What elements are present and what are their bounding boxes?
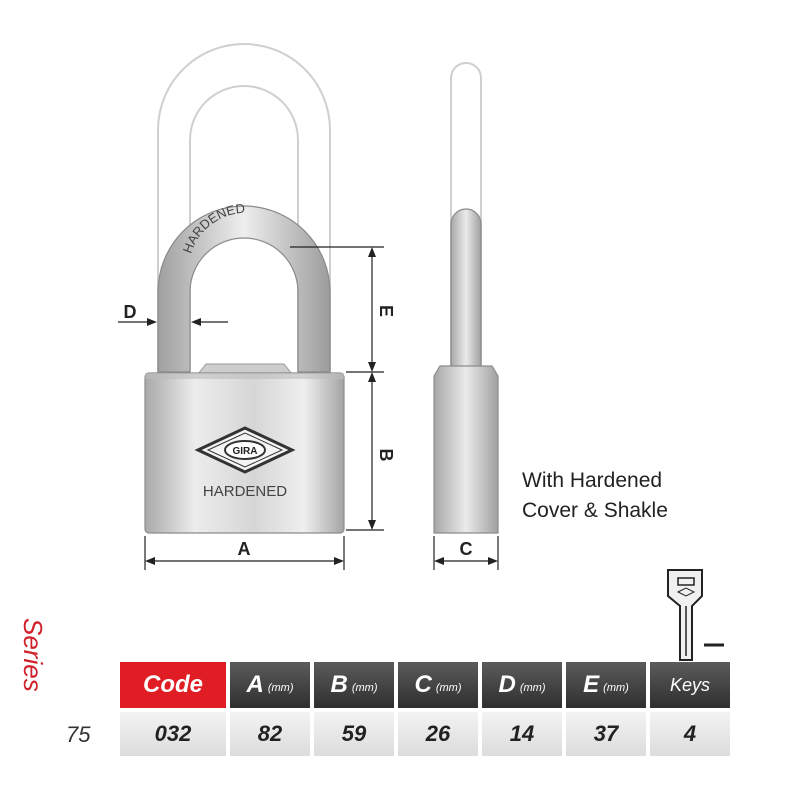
cell-code: 032: [120, 712, 226, 756]
dimension-label-a: A: [238, 539, 251, 559]
dimension-e-b: [290, 246, 384, 531]
spec-table: Code A(mm) B(mm) C(mm) D(mm) E(mm) Keys …: [120, 662, 734, 756]
logo-text: GIRA: [233, 446, 258, 457]
feature-note: With Hardened Cover & Shakle: [522, 466, 668, 526]
header-e: E(mm): [566, 662, 646, 708]
cell-e: 37: [566, 712, 646, 756]
header-c: C(mm): [398, 662, 478, 708]
cell-d: 14: [482, 712, 562, 756]
header-keys: Keys: [650, 662, 730, 708]
cell-b: 59: [314, 712, 394, 756]
feature-note-line-1: With Hardened: [522, 469, 663, 492]
cell-keys: 4: [650, 712, 730, 756]
spec-table-header: Code A(mm) B(mm) C(mm) D(mm) E(mm) Keys: [120, 662, 734, 708]
series-value: 75: [66, 722, 91, 747]
side-shackle-outline: [450, 62, 482, 372]
side-shackle: [450, 208, 482, 373]
dimension-label-e: E: [376, 305, 396, 317]
key-icon: [667, 569, 724, 661]
series-label: Series: [18, 618, 48, 692]
padlock-body-side: [433, 365, 499, 534]
header-code: Code: [120, 662, 226, 708]
shackle-front: [157, 205, 331, 373]
feature-note-line-2: Cover & Shakle: [522, 499, 668, 522]
dimension-d: [118, 318, 228, 326]
dimension-a: [144, 536, 345, 570]
long-shackle-inner-outline: [189, 85, 299, 372]
header-d: D(mm): [482, 662, 562, 708]
spec-table-row: 032 82 59 26 14 37 4: [120, 712, 734, 756]
header-a: A(mm): [230, 662, 310, 708]
dimension-c: [433, 536, 499, 570]
dimension-label-c: C: [460, 539, 473, 559]
gira-logo: GIRA: [194, 426, 296, 474]
header-b: B(mm): [314, 662, 394, 708]
dimension-label-b: B: [376, 449, 396, 462]
cell-c: 26: [398, 712, 478, 756]
body-engraving: HARDENED: [203, 483, 287, 500]
cell-a: 82: [230, 712, 310, 756]
dimension-label-d: D: [124, 302, 137, 322]
long-shackle-outline: [157, 43, 331, 372]
